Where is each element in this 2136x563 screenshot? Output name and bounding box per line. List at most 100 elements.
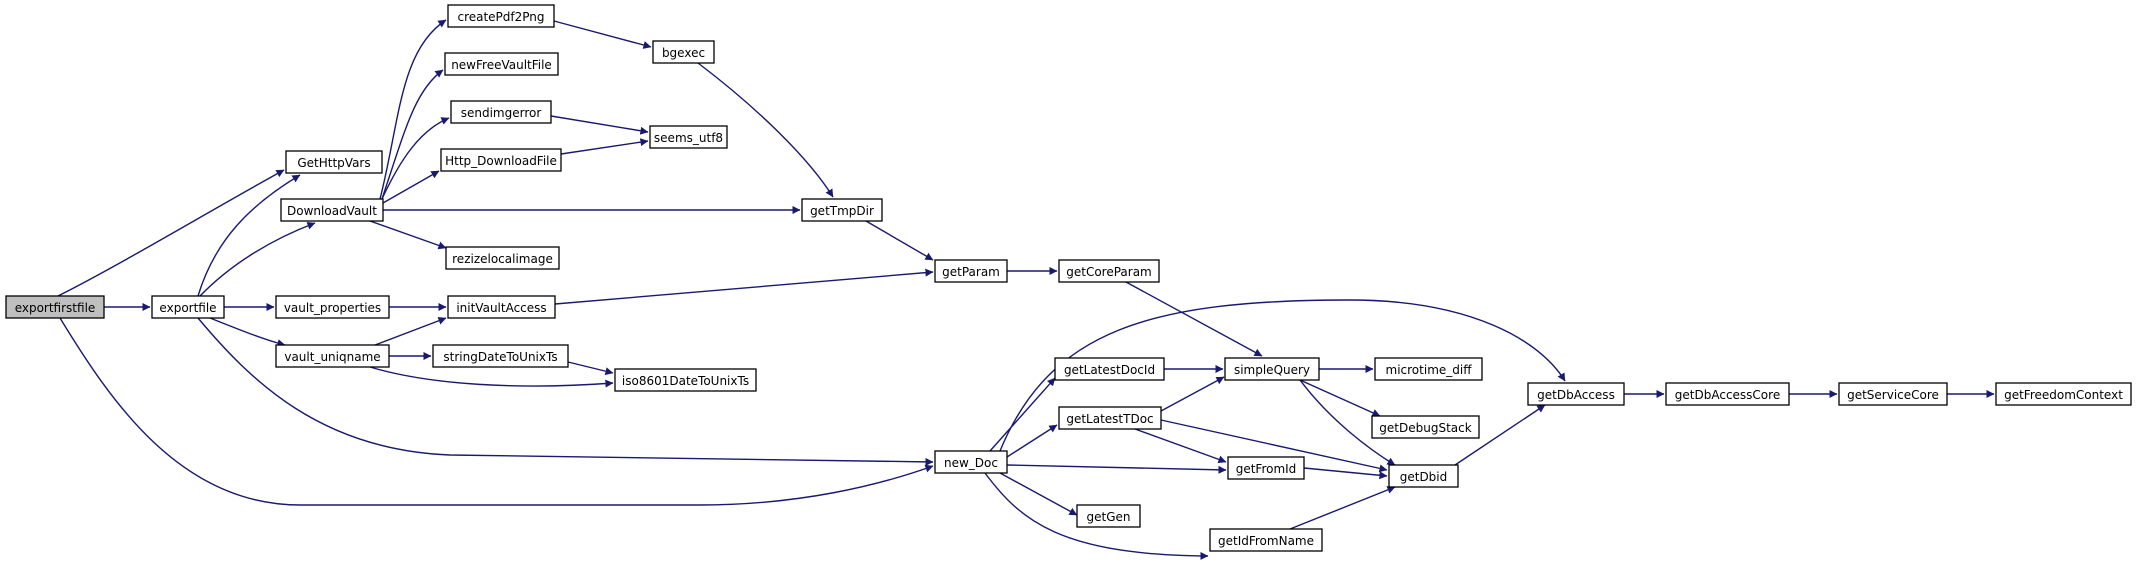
node-label: getTmpDir xyxy=(810,204,874,218)
node-box xyxy=(447,295,556,319)
node-rezizelocalimage[interactable]: rezizelocalimage xyxy=(445,246,560,270)
node-label: exportfile xyxy=(159,301,216,315)
node-sendimgerror[interactable]: sendimgerror xyxy=(450,100,552,124)
node-label: getLatestTDoc xyxy=(1066,412,1153,426)
node-label: getDbAccessCore xyxy=(1675,388,1780,402)
node-box xyxy=(1058,406,1162,430)
node-getDebugStack[interactable]: getDebugStack xyxy=(1371,415,1480,439)
node-box xyxy=(649,125,728,149)
node-GetHttpVars[interactable]: GetHttpVars xyxy=(285,150,383,174)
edge-getTmpDir-to-getParam xyxy=(865,220,934,261)
node-label: getFreedomContext xyxy=(2004,388,2123,402)
node-label: exportfirstfile xyxy=(15,301,96,315)
node-box xyxy=(652,40,715,64)
node-label: initVaultAccess xyxy=(456,301,546,315)
edge-DownloadVault-to-createPdf2Png xyxy=(379,19,447,200)
edge-simpleQuery-to-getDbid xyxy=(1299,379,1396,466)
node-box xyxy=(1995,382,2132,406)
edge-exportfile-to-vault_uniqname xyxy=(209,317,286,348)
edge-getCoreParam-to-simpleQuery xyxy=(1125,281,1263,357)
node-label: getParam xyxy=(942,265,1000,279)
node-getCoreParam[interactable]: getCoreParam xyxy=(1058,259,1160,283)
node-label: GetHttpVars xyxy=(297,156,370,170)
node-getFromId[interactable]: getFromId xyxy=(1227,456,1305,480)
node-box xyxy=(5,295,105,319)
node-box xyxy=(801,198,883,222)
edge-new_Doc-to-getLatestTDoc xyxy=(1006,424,1058,458)
node-getTmpDir[interactable]: getTmpDir xyxy=(801,198,883,222)
node-box xyxy=(445,246,560,270)
nodes-layer: exportfirstfile exportfile GetHttpVarsDown… xyxy=(5,4,2132,552)
node-label: rezizelocalimage xyxy=(452,252,553,266)
node-box xyxy=(614,368,757,392)
node-simpleQuery[interactable]: simpleQuery xyxy=(1224,357,1320,381)
edge-new_Doc-to-getFromId xyxy=(1006,464,1227,474)
node-getDbAccess[interactable]: getDbAccess xyxy=(1527,382,1625,406)
edges-layer xyxy=(57,19,1995,560)
node-getServiceCore[interactable]: getServiceCore xyxy=(1838,382,1948,406)
edge-new_Doc-to-getIdFromName xyxy=(984,472,1209,560)
node-vault_uniqname[interactable]: vault_uniqname xyxy=(275,344,390,368)
node-label: microtime_diff xyxy=(1386,363,1473,377)
node-label: stringDateToUnixTs xyxy=(443,350,557,364)
node-label: sendimgerror xyxy=(461,106,542,120)
node-label: vault_uniqname xyxy=(284,350,380,364)
node-iso8601DateToUnixTs[interactable]: iso8601DateToUnixTs xyxy=(614,368,757,392)
node-new_Doc[interactable]: new_Doc xyxy=(934,450,1008,474)
node-exportfile[interactable]: exportfile xyxy=(151,295,225,319)
node-initVaultAccess[interactable]: initVaultAccess xyxy=(447,295,556,319)
node-box xyxy=(1227,456,1305,480)
node-box xyxy=(444,52,559,76)
node-getIdFromName[interactable]: getIdFromName xyxy=(1209,528,1323,552)
node-createPdf2Png[interactable]: createPdf2Png xyxy=(447,4,555,28)
node-box xyxy=(1374,357,1483,381)
node-box xyxy=(1224,357,1320,381)
edge-vault_uniqname-to-iso8601DateToUnixTs xyxy=(369,366,614,388)
edge-getDbid-to-getDbAccess xyxy=(1454,404,1546,466)
edge-simpleQuery-to-getDebugStack xyxy=(1299,379,1381,417)
node-box xyxy=(275,344,390,368)
node-exportfirstfile[interactable]: exportfirstfile xyxy=(5,295,105,319)
node-label: DownloadVault xyxy=(287,204,377,218)
node-label: seems_utf8 xyxy=(654,131,723,145)
node-label: getCoreParam xyxy=(1066,265,1152,279)
node-bgexec[interactable]: bgexec xyxy=(652,40,715,64)
node-label: getGen xyxy=(1087,510,1131,524)
node-getGen[interactable]: getGen xyxy=(1076,504,1141,528)
node-box xyxy=(1838,382,1948,406)
node-label: Http_DownloadFile xyxy=(445,154,557,168)
edge-new_Doc-to-getLatestDocId xyxy=(989,377,1056,452)
node-getLatestTDoc[interactable]: getLatestTDoc xyxy=(1058,406,1162,430)
node-label: simpleQuery xyxy=(1234,363,1310,377)
edge-stringDateToUnixTs-to-iso8601DateToUnixTs xyxy=(567,361,614,376)
node-vault_properties[interactable]: vault_properties xyxy=(275,295,390,319)
edge-Http_DownloadFile-to-seems_utf8 xyxy=(560,138,649,155)
edge-getLatestTDoc-to-simpleQuery xyxy=(1160,376,1225,412)
node-getLatestDocId[interactable]: getLatestDocId xyxy=(1054,357,1165,381)
node-getDbAccessCore[interactable]: getDbAccessCore xyxy=(1665,382,1790,406)
node-box xyxy=(285,150,383,174)
node-stringDateToUnixTs[interactable]: stringDateToUnixTs xyxy=(432,344,569,368)
node-DownloadVault[interactable]: DownloadVault xyxy=(280,198,384,222)
node-label: getIdFromName xyxy=(1218,534,1314,548)
node-box xyxy=(1209,528,1323,552)
node-box xyxy=(440,148,562,172)
node-getFreedomContext[interactable]: getFreedomContext xyxy=(1995,382,2132,406)
edge-bgexec-to-getTmpDir xyxy=(697,62,834,198)
node-newFreeVaultFile[interactable]: newFreeVaultFile xyxy=(444,52,559,76)
node-microtime_diff[interactable]: microtime_diff xyxy=(1374,357,1483,381)
node-label: new_Doc xyxy=(944,456,998,470)
node-label: createPdf2Png xyxy=(457,10,544,24)
node-getDbid[interactable]: getDbid xyxy=(1388,464,1459,488)
node-box xyxy=(1054,357,1165,381)
edge-DownloadVault-to-newFreeVaultFile xyxy=(381,69,444,200)
node-getParam[interactable]: getParam xyxy=(934,259,1008,283)
node-label: getDbAccess xyxy=(1537,388,1615,402)
node-seems_utf8[interactable]: seems_utf8 xyxy=(649,125,728,149)
edge-exportfile-to-new_Doc xyxy=(197,317,934,466)
node-Http_DownloadFile[interactable]: Http_DownloadFile xyxy=(440,148,562,172)
node-label: getDbid xyxy=(1400,470,1448,484)
edge-exportfirstfile-to-new_Doc xyxy=(59,317,934,506)
node-label: getServiceCore xyxy=(1847,388,1939,402)
